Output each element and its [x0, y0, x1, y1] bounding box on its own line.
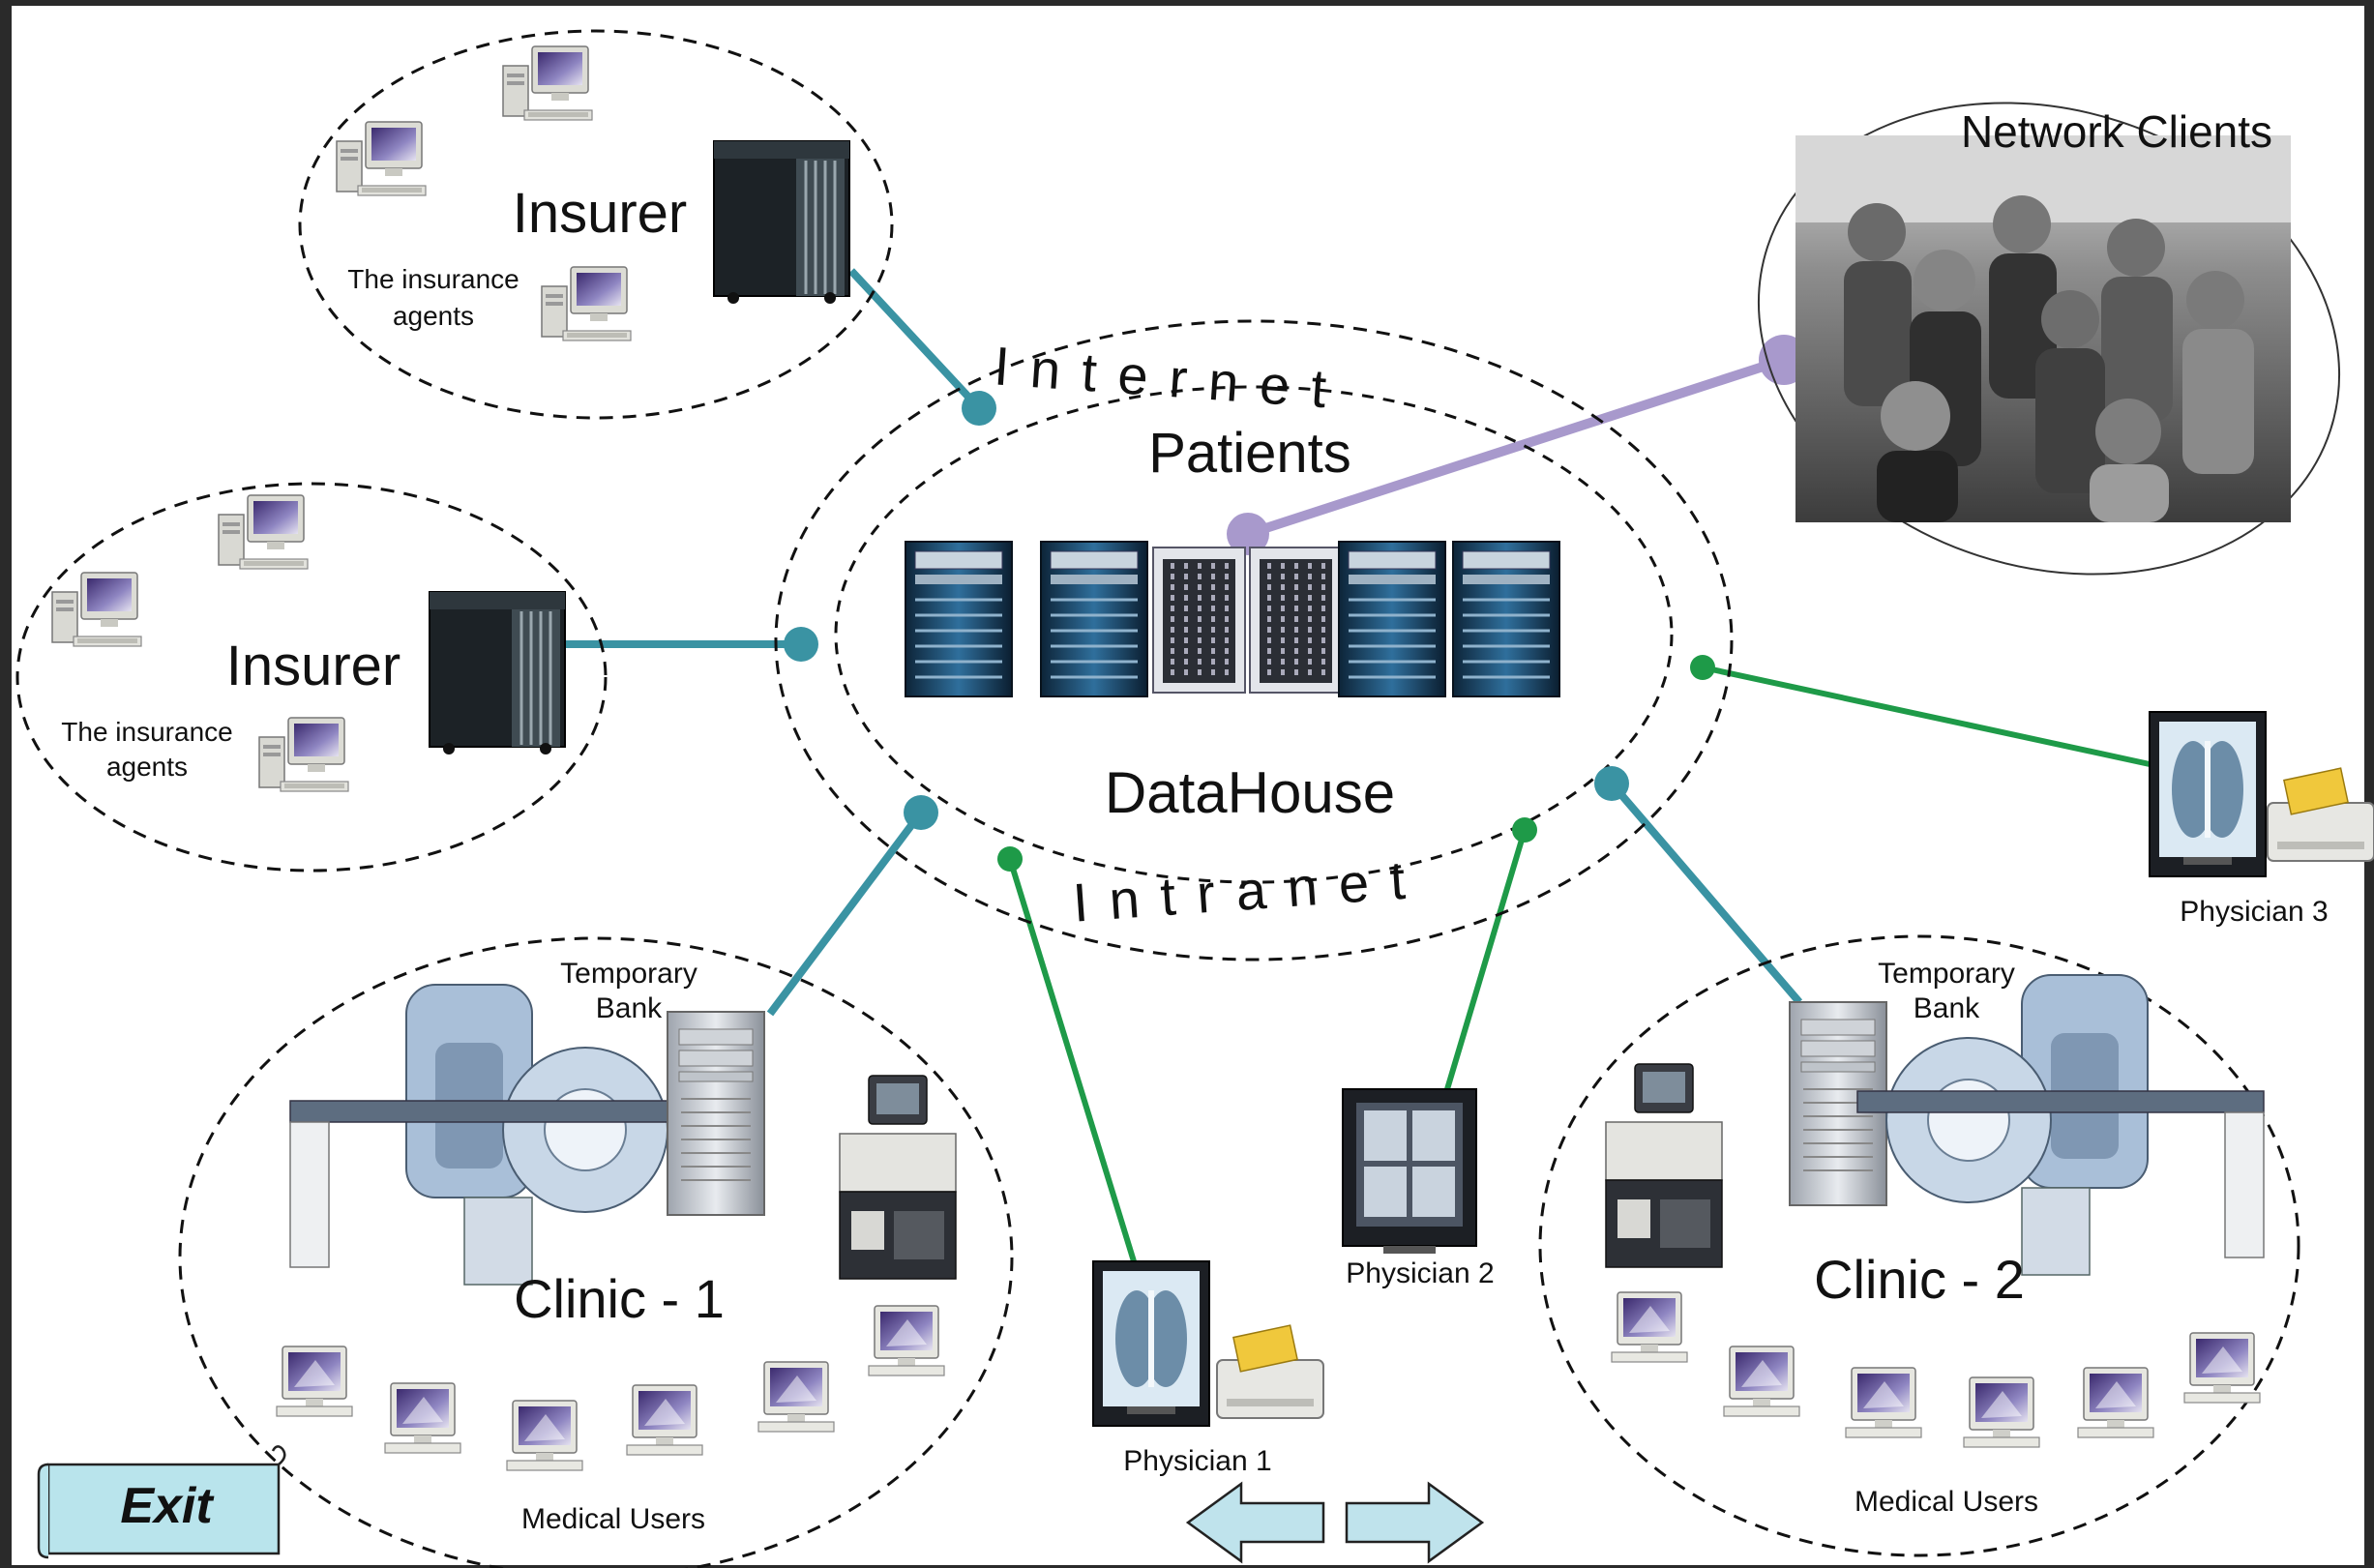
- scroll-icon: [46, 1463, 281, 1555]
- datahouse-servers: [904, 540, 1561, 698]
- storage-array-icon: [1151, 546, 1247, 695]
- clinic2-temp-bank-line1: Temporary: [1878, 958, 2015, 990]
- insurer-left-title: Insurer: [226, 635, 401, 697]
- insurer-top-group: Insurer The insurance agents: [298, 29, 894, 420]
- clinic2-title: Clinic - 2: [1814, 1249, 2025, 1310]
- clinic1-temp-bank-line1: Temporary: [560, 958, 697, 990]
- xray-monitor-icon: [2149, 711, 2267, 877]
- link-network-clients: [1246, 355, 1786, 539]
- network-clients-title: Network Clients: [1961, 106, 2272, 157]
- exit-button[interactable]: Exit: [37, 1445, 286, 1559]
- exit-label: Exit: [120, 1478, 215, 1534]
- tower-server-icon: [428, 590, 567, 756]
- insurer-left-agents-line2: agents: [106, 752, 188, 782]
- endpoint-dot: [1512, 817, 1537, 843]
- clinic2-group: Temporary Bank Clinic - 2 Medical Users: [1538, 934, 2300, 1557]
- endpoint-dot: [784, 627, 818, 662]
- clinic1-ring: [178, 936, 1014, 1568]
- network-clients-group: Network Clients: [1757, 102, 2341, 576]
- physician1-label: Physician 1: [1123, 1445, 1271, 1477]
- physician1-station: Physician 1: [1092, 1260, 1324, 1477]
- clinic2-ring: [1538, 934, 2300, 1557]
- tower-server-icon: [712, 139, 851, 306]
- link-physician2: [1444, 829, 1528, 1090]
- clinic1-temp-bank-line2: Bank: [596, 992, 663, 1024]
- link-clinic1: [766, 810, 925, 1017]
- clinic1-group: Temporary Bank Clinic - 1 Medical Users: [178, 936, 1014, 1568]
- server-rack-icon: [1039, 540, 1149, 698]
- intranet-ring: [834, 385, 1674, 884]
- internet-ring: [774, 319, 1734, 962]
- network-clients-ring: [1757, 102, 2341, 576]
- insurer-left-agents-line1: The insurance: [61, 717, 232, 747]
- clinic1-title: Clinic - 1: [514, 1268, 725, 1329]
- temporary-bank-server-icon: [667, 1011, 765, 1216]
- endpoint-dot: [1594, 766, 1629, 801]
- server-rack-icon: [1451, 540, 1561, 698]
- endpoint-dot: [997, 846, 1023, 872]
- physician3-label: Physician 3: [2180, 896, 2328, 928]
- link-clinic2: [1608, 781, 1803, 1005]
- physician3-station: Physician 3: [2149, 711, 2374, 928]
- physician2-station: Physician 2: [1342, 1088, 1495, 1289]
- insurer-top-agents-line2: agents: [393, 301, 474, 331]
- endpoint-dot: [1227, 513, 1269, 555]
- endpoint-dot: [962, 391, 996, 426]
- endpoint-dot: [904, 795, 938, 830]
- clinic2-temp-bank-line2: Bank: [1914, 992, 1980, 1024]
- storage-array-icon: [1248, 546, 1344, 695]
- xray-monitor-icon: [1092, 1260, 1210, 1427]
- datahouse-label: DataHouse: [1105, 760, 1395, 825]
- insurer-left-ring: [15, 482, 608, 873]
- insurer-top-agents-line1: The insurance: [347, 264, 519, 294]
- link-physician3: [1702, 665, 2151, 767]
- link-physician1: [1007, 858, 1137, 1262]
- insurer-left-group: Insurer The insurance agents: [15, 482, 608, 873]
- clinic1-medical-users: Medical Users: [521, 1503, 705, 1535]
- team-photo-icon: [1795, 135, 2291, 522]
- insurer-top-title: Insurer: [513, 182, 688, 245]
- patients-label: Patients: [1148, 422, 1351, 485]
- connection-links: [561, 268, 2151, 1262]
- endpoint-dot: [1690, 655, 1715, 680]
- insurer-top-ring: [298, 29, 894, 420]
- clinic2-medical-users: Medical Users: [1855, 1486, 2038, 1518]
- physician2-label: Physician 2: [1346, 1257, 1494, 1289]
- server-rack-icon: [904, 540, 1014, 698]
- server-rack-icon: [1337, 540, 1447, 698]
